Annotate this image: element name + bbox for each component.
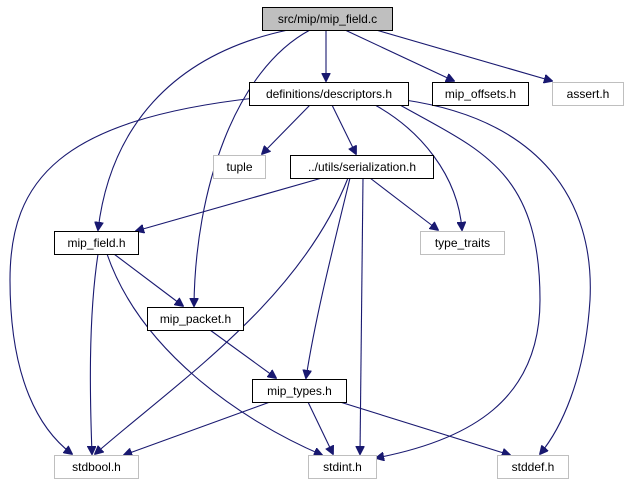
node-label: stdint.h (323, 460, 362, 474)
node-label: tuple (226, 160, 252, 174)
node-label: mip_types.h (267, 384, 332, 398)
node-root[interactable]: src/mip/mip_field.c (262, 7, 393, 31)
node-box (249, 82, 409, 106)
node-box (147, 307, 244, 331)
edge-mip_field-to-mip_packet (113, 253, 183, 306)
edge-root-to-mip_packet (194, 29, 311, 306)
node-label: stdbool.h (72, 460, 121, 474)
node-box (497, 455, 569, 479)
node-stdbool: stdbool.h (54, 455, 139, 479)
edge-mip_types-to-stdint (307, 401, 333, 454)
node-stddef: stddef.h (497, 455, 569, 479)
node-mip-field[interactable]: mip_field.h (54, 231, 139, 255)
node-box (213, 155, 266, 179)
node-descriptors[interactable]: definitions/descriptors.h (249, 82, 409, 106)
node-box (54, 231, 139, 255)
node-label: mip_offsets.h (445, 87, 516, 101)
edge-serialization-to-type_traits (369, 177, 438, 230)
node-box (432, 82, 529, 106)
node-box (262, 7, 393, 31)
node-type-traits: type_traits (420, 231, 505, 255)
edge-root-to-assert (375, 29, 552, 81)
node-label: src/mip/mip_field.c (278, 12, 377, 26)
edge-mip_field-to-stdint (106, 253, 322, 455)
node-box (552, 82, 624, 106)
edge-root-to-mip_field (98, 29, 289, 230)
node-assert: assert.h (552, 82, 624, 106)
node-box (308, 455, 377, 479)
node-label: definitions/descriptors.h (266, 87, 392, 101)
edge-serialization-to-stdbool (95, 177, 349, 454)
edges-layer (9, 29, 591, 458)
edge-descriptors-to-stdbool (9, 97, 256, 454)
edge-mip_packet-to-mip_types (209, 329, 276, 378)
node-label: ../utils/serialization.h (308, 160, 416, 174)
edge-descriptors-to-stdint (376, 104, 541, 458)
edge-mip_types-to-stdbool (124, 401, 271, 455)
node-box (252, 379, 347, 403)
node-label: assert.h (567, 87, 610, 101)
edge-root-to-mip_offsets (344, 29, 454, 81)
edge-mip_types-to-stddef (339, 401, 510, 455)
node-box (290, 155, 434, 179)
edge-mip_field-to-stdbool (90, 253, 99, 454)
node-box (420, 231, 505, 255)
edge-serialization-to-mip_types (306, 177, 351, 378)
edge-serialization-to-stdint (360, 177, 363, 454)
node-serialization[interactable]: ../utils/serialization.h (290, 155, 434, 179)
node-mip-offsets[interactable]: mip_offsets.h (432, 82, 529, 106)
node-label: stddef.h (512, 460, 555, 474)
edge-serialization-to-mip_field (136, 177, 323, 231)
node-label: type_traits (435, 236, 490, 250)
node-mip-types[interactable]: mip_types.h (252, 379, 347, 403)
edge-descriptors-to-serialization (331, 104, 356, 154)
node-stdint: stdint.h (308, 455, 377, 479)
node-mip-packet[interactable]: mip_packet.h (147, 307, 244, 331)
nodes-layer: src/mip/mip_field.c definitions/descripto… (54, 7, 624, 479)
edge-descriptors-to-stddef (404, 99, 591, 454)
node-label: mip_packet.h (160, 312, 231, 326)
node-tuple: tuple (213, 155, 266, 179)
edge-descriptors-to-tuple (262, 104, 311, 154)
node-label: mip_field.h (67, 236, 125, 250)
node-box (54, 455, 139, 479)
